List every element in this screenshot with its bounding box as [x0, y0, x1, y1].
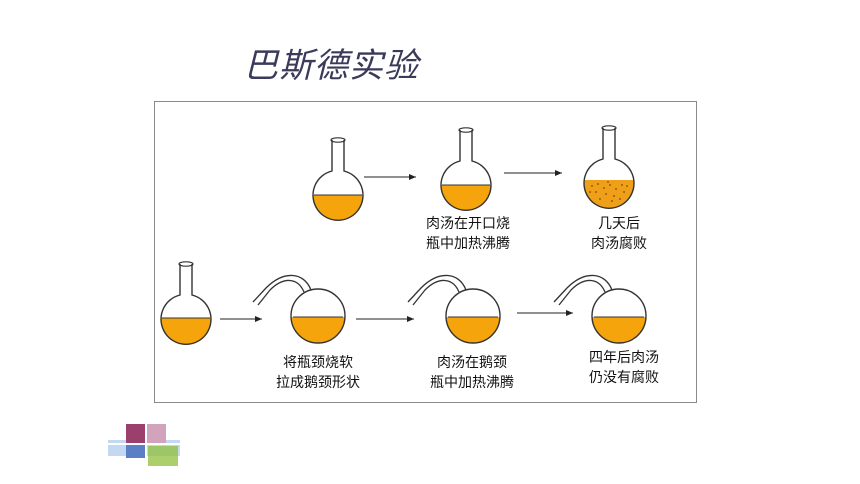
open-flask-boiling-icon: [440, 127, 492, 211]
caption-top-step1: 肉汤在开口烧 瓶中加热沸腾: [426, 216, 510, 252]
swan-neck-flask-fresh-icon: [553, 274, 647, 344]
caption-bottom-step1: 将瓶颈烧软 拉成鹅颈形状: [276, 355, 360, 391]
corner-decoration: [104, 420, 190, 470]
page-title: 巴斯德实验: [244, 46, 419, 86]
caption-bottom-step3: 四年后肉汤 仍没有腐败: [589, 350, 659, 386]
swan-neck-flask-boiling-icon: [407, 274, 501, 344]
caption-bottom-step2: 肉汤在鹅颈 瓶中加热沸腾: [430, 355, 514, 391]
caption-top-step2: 几天后 肉汤腐败: [591, 216, 647, 252]
swan-neck-flask-empty-icon: [252, 274, 346, 344]
open-flask-spoiled-icon: [583, 125, 635, 209]
open-flask-fresh-icon: [312, 137, 364, 221]
experiment-diagram-frame: [154, 101, 697, 403]
open-flask-start-icon: [160, 261, 212, 345]
